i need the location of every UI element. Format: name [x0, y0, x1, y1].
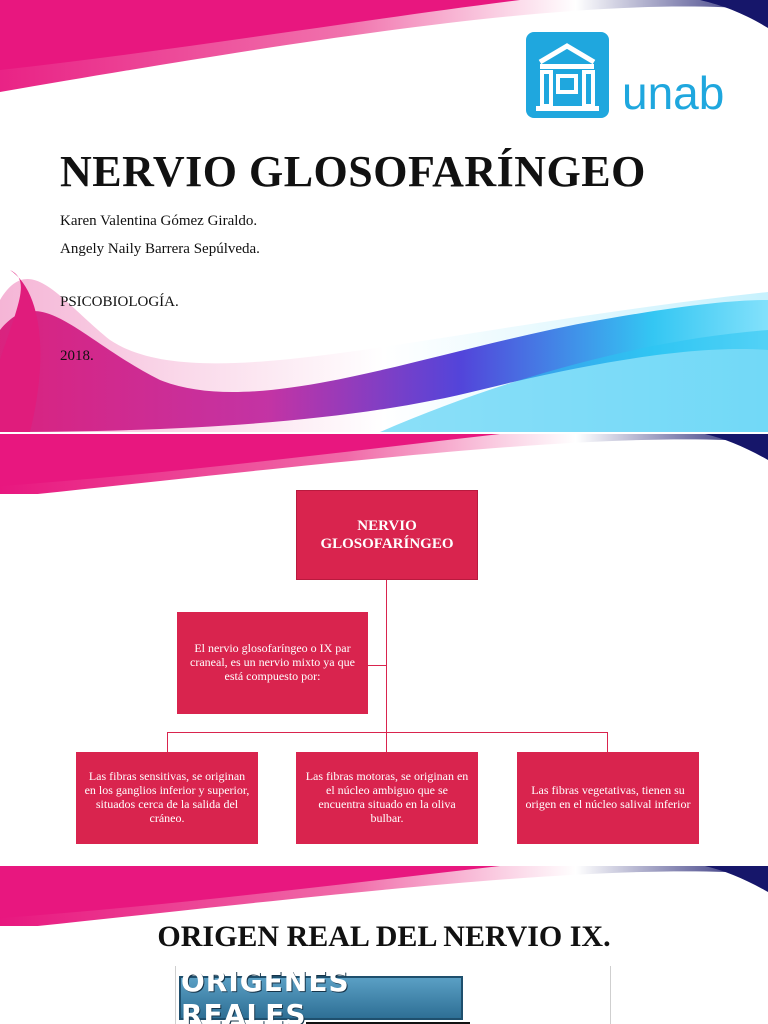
author-name: Angely Naily Barrera Sepúlveda. [60, 241, 260, 257]
diagram-slide: NERVIO GLOSOFARÍNGEO El nervio glosofarí… [0, 434, 768, 864]
swoosh-decoration [0, 434, 768, 494]
diagram-description-box: El nervio glosofaríngeo o IX par craneal… [177, 612, 368, 714]
diagram-motor-fibers-box: Las fibras motoras, se originan en el nú… [296, 752, 478, 844]
slide-title: NERVIO GLOSOFARÍNGEO [60, 147, 646, 196]
logo-text: unab [622, 67, 725, 119]
year-label: 2018. [60, 348, 94, 364]
connector-line [167, 732, 608, 733]
connector-line [386, 732, 387, 752]
diagram-root-box: NERVIO GLOSOFARÍNGEO [296, 490, 478, 580]
title-slide: unab NERVIO GLOSOFARÍNGEO Karen Valentin… [0, 0, 768, 432]
course-name: PSICOBIOLOGÍA. [60, 294, 179, 310]
swoosh-decoration [0, 866, 768, 926]
origin-image: ORIGENES REALES [175, 965, 611, 1024]
connector-line [167, 732, 168, 752]
slide-divider [0, 864, 768, 866]
connector-line [607, 732, 608, 752]
swoosh-decoration [0, 0, 768, 432]
slide-title: ORIGEN REAL DEL NERVIO IX. [157, 920, 611, 953]
origin-slide: ORIGEN REAL DEL NERVIO IX. ORIGENES REAL… [0, 866, 768, 1024]
connector-line [368, 665, 386, 666]
origin-banner: ORIGENES REALES [179, 965, 463, 1024]
building-icon [526, 32, 609, 118]
diagram-vegetative-fibers-box: Las fibras vegetativas, tienen su origen… [517, 752, 699, 844]
connector-line [386, 580, 387, 732]
unab-logo: unab [526, 32, 738, 120]
banner-text: ORIGENES REALES [181, 965, 350, 1024]
diagram-sensory-fibers-box: Las fibras sensitivas, se originan en lo… [76, 752, 258, 844]
slide-divider [0, 432, 768, 434]
banner-underline [306, 1022, 470, 1024]
author-name: Karen Valentina Gómez Giraldo. [60, 213, 258, 229]
